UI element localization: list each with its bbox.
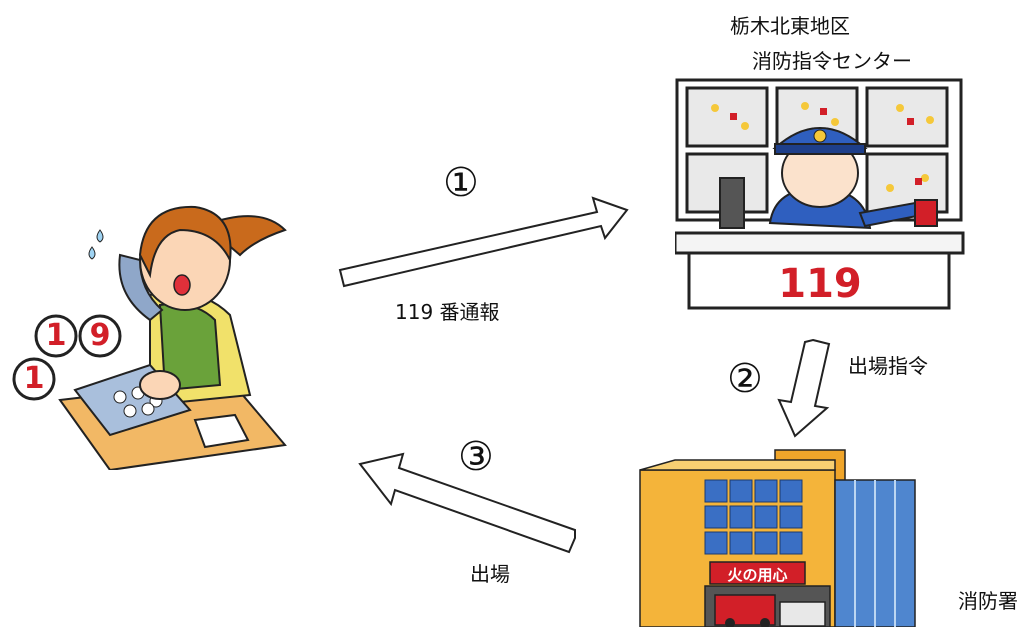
speech-bubble-digit-9: 9 (76, 312, 124, 360)
desk-sign-119: 119 (778, 261, 862, 307)
arrow-station-to-caller (355, 450, 580, 555)
dispatch-center-name-line2: 消防指令センター (752, 49, 912, 73)
dispatch-center-name-line1: 栃木北東地区 (730, 14, 850, 38)
speech-bubble-digit-1b: 1 (32, 312, 80, 360)
caller-illustration (0, 185, 290, 470)
fire-station-illustration: 火の用心 (635, 440, 935, 627)
dispatch-center-illustration: 119 (675, 78, 965, 310)
step-1-label: 119 番通報 (395, 300, 500, 324)
step-3-marker: ③ (458, 434, 494, 480)
step-2-marker: ② (727, 356, 763, 402)
arrow-report-to-center (335, 190, 635, 300)
speech-bubble-digit-1: 1 (10, 355, 58, 403)
step-2-label: 出場指令 (848, 354, 928, 378)
step-1-marker: ① (443, 160, 479, 206)
fire-station-banner: 火の用心 (727, 566, 788, 584)
fire-station-label: 消防署 (958, 589, 1018, 613)
arrow-center-to-station (775, 338, 845, 438)
step-3-label: 出場 (470, 562, 510, 586)
